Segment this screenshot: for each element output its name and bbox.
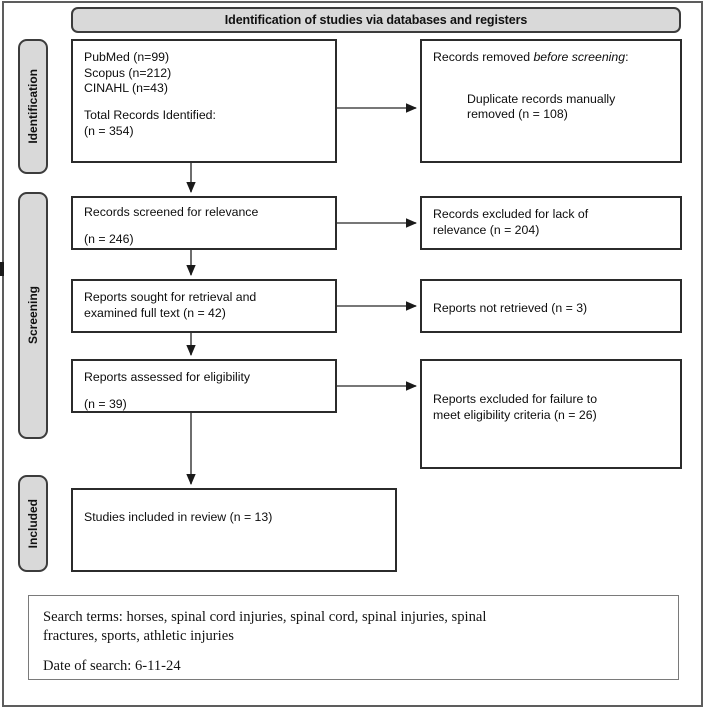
spacer: [84, 386, 324, 397]
reports-sought-label: Reports sought for retrieval and: [84, 290, 257, 304]
spacer: [433, 370, 669, 392]
box-records-identified: PubMed (n=99) Scopus (n=212) CINAHL (n=4…: [71, 39, 337, 163]
records-identified-scopus: Scopus (n=212): [84, 65, 172, 80]
reports-excluded-eligibility-line2: meet eligibility criteria (n = 26): [433, 407, 597, 422]
spacer: [84, 499, 384, 510]
box-reports-sought: Reports sought for retrieval and examine…: [71, 279, 337, 333]
spacer: [43, 646, 664, 657]
duplicate-records-line1: Duplicate records manually: [467, 91, 616, 106]
records-removed-heading-suffix: :: [625, 50, 629, 64]
reports-assessed-label: Reports assessed for eligibility: [84, 370, 251, 384]
stage-label-identification-text: Identification: [26, 69, 40, 144]
box-records-excluded-relevance: Records excluded for lack of relevance (…: [420, 196, 682, 250]
diagram-title-banner: Identification of studies via databases …: [71, 7, 681, 33]
records-excluded-relevance-line1: Records excluded for lack of: [433, 207, 589, 221]
studies-included-label: Studies included in review (n = 13): [84, 510, 273, 524]
records-removed-heading-prefix: Records removed: [433, 50, 534, 64]
records-identified-cinahl: CINAHL (n=43): [84, 81, 168, 96]
stage-label-identification: Identification: [18, 39, 48, 174]
box-reports-not-retrieved: Reports not retrieved (n = 3): [420, 279, 682, 333]
records-identified-total-label: Total Records Identified:: [84, 108, 216, 123]
reports-sought-value: examined full text (n = 42): [84, 305, 226, 320]
records-identified-pubmed: PubMed (n=99): [84, 50, 170, 64]
records-excluded-relevance-line2: relevance (n = 204): [433, 222, 540, 237]
box-records-removed: Records removed before screening: Duplic…: [420, 39, 682, 163]
stage-label-screening: Screening: [18, 192, 48, 439]
reports-not-retrieved-label: Reports not retrieved (n = 3): [433, 301, 588, 315]
spacer: [84, 97, 324, 108]
records-screened-value: (n = 246): [84, 231, 134, 246]
records-removed-heading: Records removed before screening:: [433, 50, 669, 66]
reports-excluded-eligibility-line1: Reports excluded for failure to: [433, 392, 598, 406]
box-records-screened: Records screened for relevance (n = 246): [71, 196, 337, 250]
diagram-title-text: Identification of studies via databases …: [224, 13, 528, 27]
left-edge-tick-mark: [0, 262, 4, 276]
box-reports-excluded-eligibility: Reports excluded for failure to meet eli…: [420, 359, 682, 469]
duplicate-records-line2: removed (n = 108): [467, 107, 568, 122]
spacer: [433, 66, 669, 92]
search-terms-note-box: Search terms: horses, spinal cord injuri…: [28, 595, 679, 680]
stage-label-included: Included: [18, 475, 48, 572]
records-screened-label: Records screened for relevance: [84, 205, 259, 219]
search-terms-line2: fractures, sports, athletic injuries: [43, 627, 234, 644]
search-terms-line1: Search terms: horses, spinal cord injuri…: [43, 609, 487, 625]
stage-label-screening-text: Screening: [26, 286, 40, 345]
stage-label-included-text: Included: [26, 498, 40, 549]
records-identified-total-value: (n = 354): [84, 123, 134, 138]
reports-assessed-value: (n = 39): [84, 396, 127, 411]
date-of-search: Date of search: 6-11-24: [43, 657, 181, 674]
box-reports-assessed: Reports assessed for eligibility (n = 39…: [71, 359, 337, 413]
spacer: [84, 221, 324, 232]
box-studies-included: Studies included in review (n = 13): [71, 488, 397, 572]
records-removed-heading-emphasis: before screening: [533, 50, 626, 64]
spacer: [433, 290, 669, 301]
